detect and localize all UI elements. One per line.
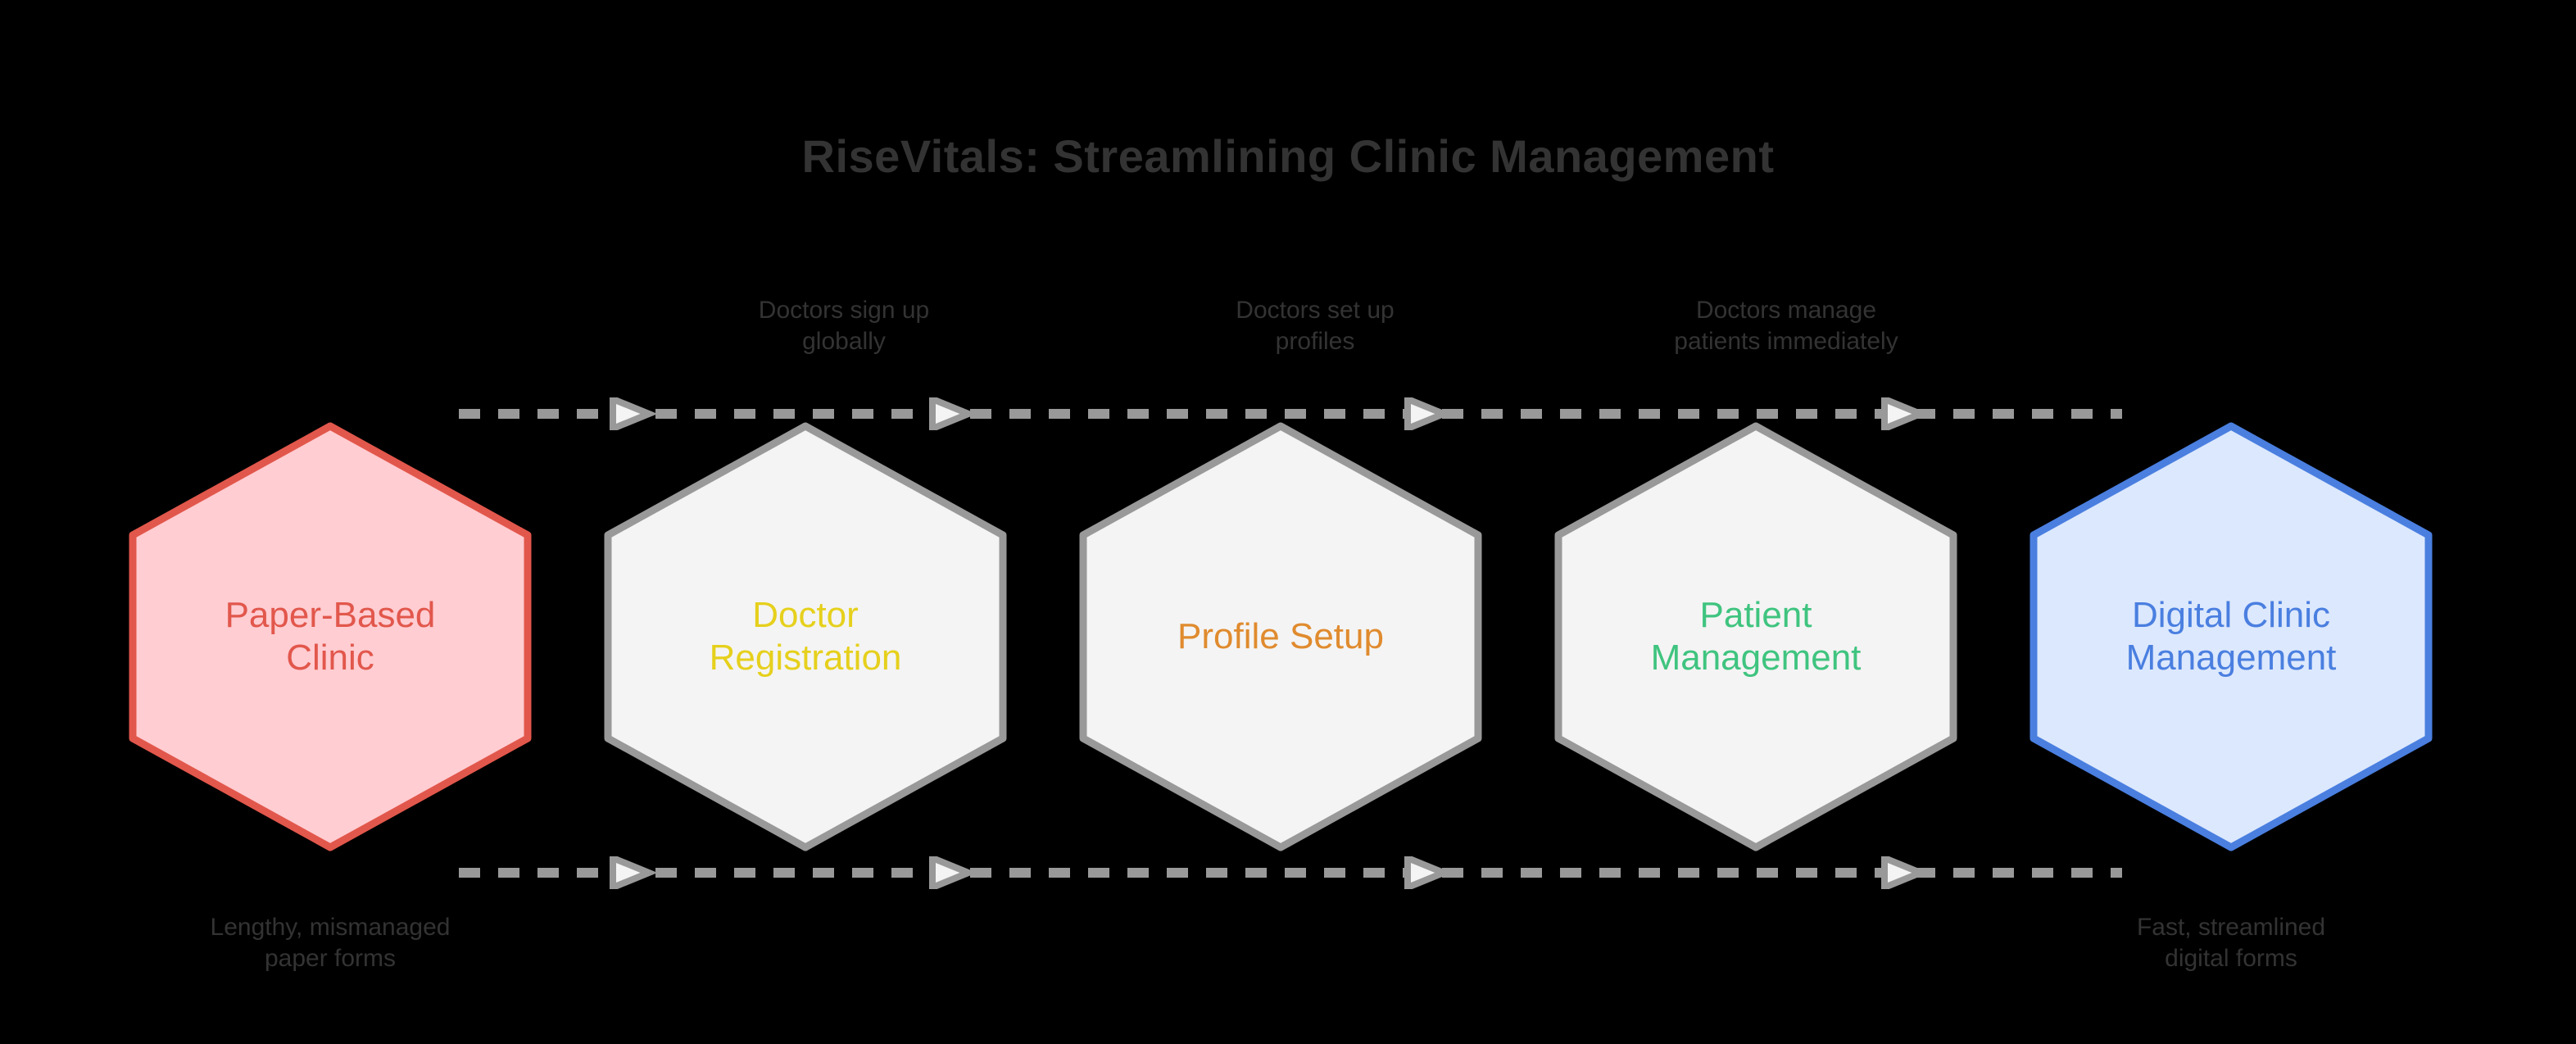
- hexagon-shape: [1554, 422, 1957, 851]
- top-flow-line: [459, 397, 2122, 430]
- bottom-flow-line: [459, 856, 2122, 889]
- arrowhead-icon: [1881, 856, 1930, 889]
- top-flow-arrowheads: [610, 397, 1930, 430]
- outcome-label-lengthy-mismanaged-paper-forms: Lengthy, mismanaged paper forms: [210, 914, 451, 973]
- node-doctor-registration[interactable]: Doctor Registration: [598, 416, 1013, 857]
- node-digital-clinic-management[interactable]: Digital Clinic Management: [2024, 416, 2438, 857]
- arrowhead-icon: [1404, 397, 1453, 430]
- hexagon-shape: [604, 422, 1007, 851]
- arrowhead-icon: [929, 856, 977, 889]
- hexagon-shape: [1079, 422, 1482, 851]
- step-label-doctors-manage-patients-immediately: Doctors manage patients immediately: [1674, 297, 1898, 356]
- arrowhead-icon: [610, 397, 658, 430]
- arrowhead-icon: [1881, 397, 1930, 430]
- hexagon-shape: [129, 422, 532, 851]
- node-patient-management[interactable]: Patient Management: [1549, 416, 1963, 857]
- node-paper-based-clinic[interactable]: Paper-Based Clinic: [123, 416, 537, 857]
- outcome-label-fast-streamlined-digital-forms: Fast, streamlined digital forms: [2136, 914, 2326, 973]
- arrowhead-icon: [929, 397, 977, 430]
- step-label-doctors-set-up-profiles: Doctors set up profiles: [1236, 297, 1395, 356]
- hexagon-shape: [2030, 422, 2433, 851]
- arrowhead-icon: [1404, 856, 1453, 889]
- step-label-doctors-sign-up-globally: Doctors sign up globally: [758, 297, 930, 356]
- node-profile-setup[interactable]: Profile Setup: [1073, 416, 1488, 857]
- arrowhead-icon: [610, 856, 658, 889]
- page-title: RiseVitals: Streamlining Clinic Manageme…: [801, 130, 1775, 182]
- bottom-flow-arrowheads: [610, 856, 1930, 889]
